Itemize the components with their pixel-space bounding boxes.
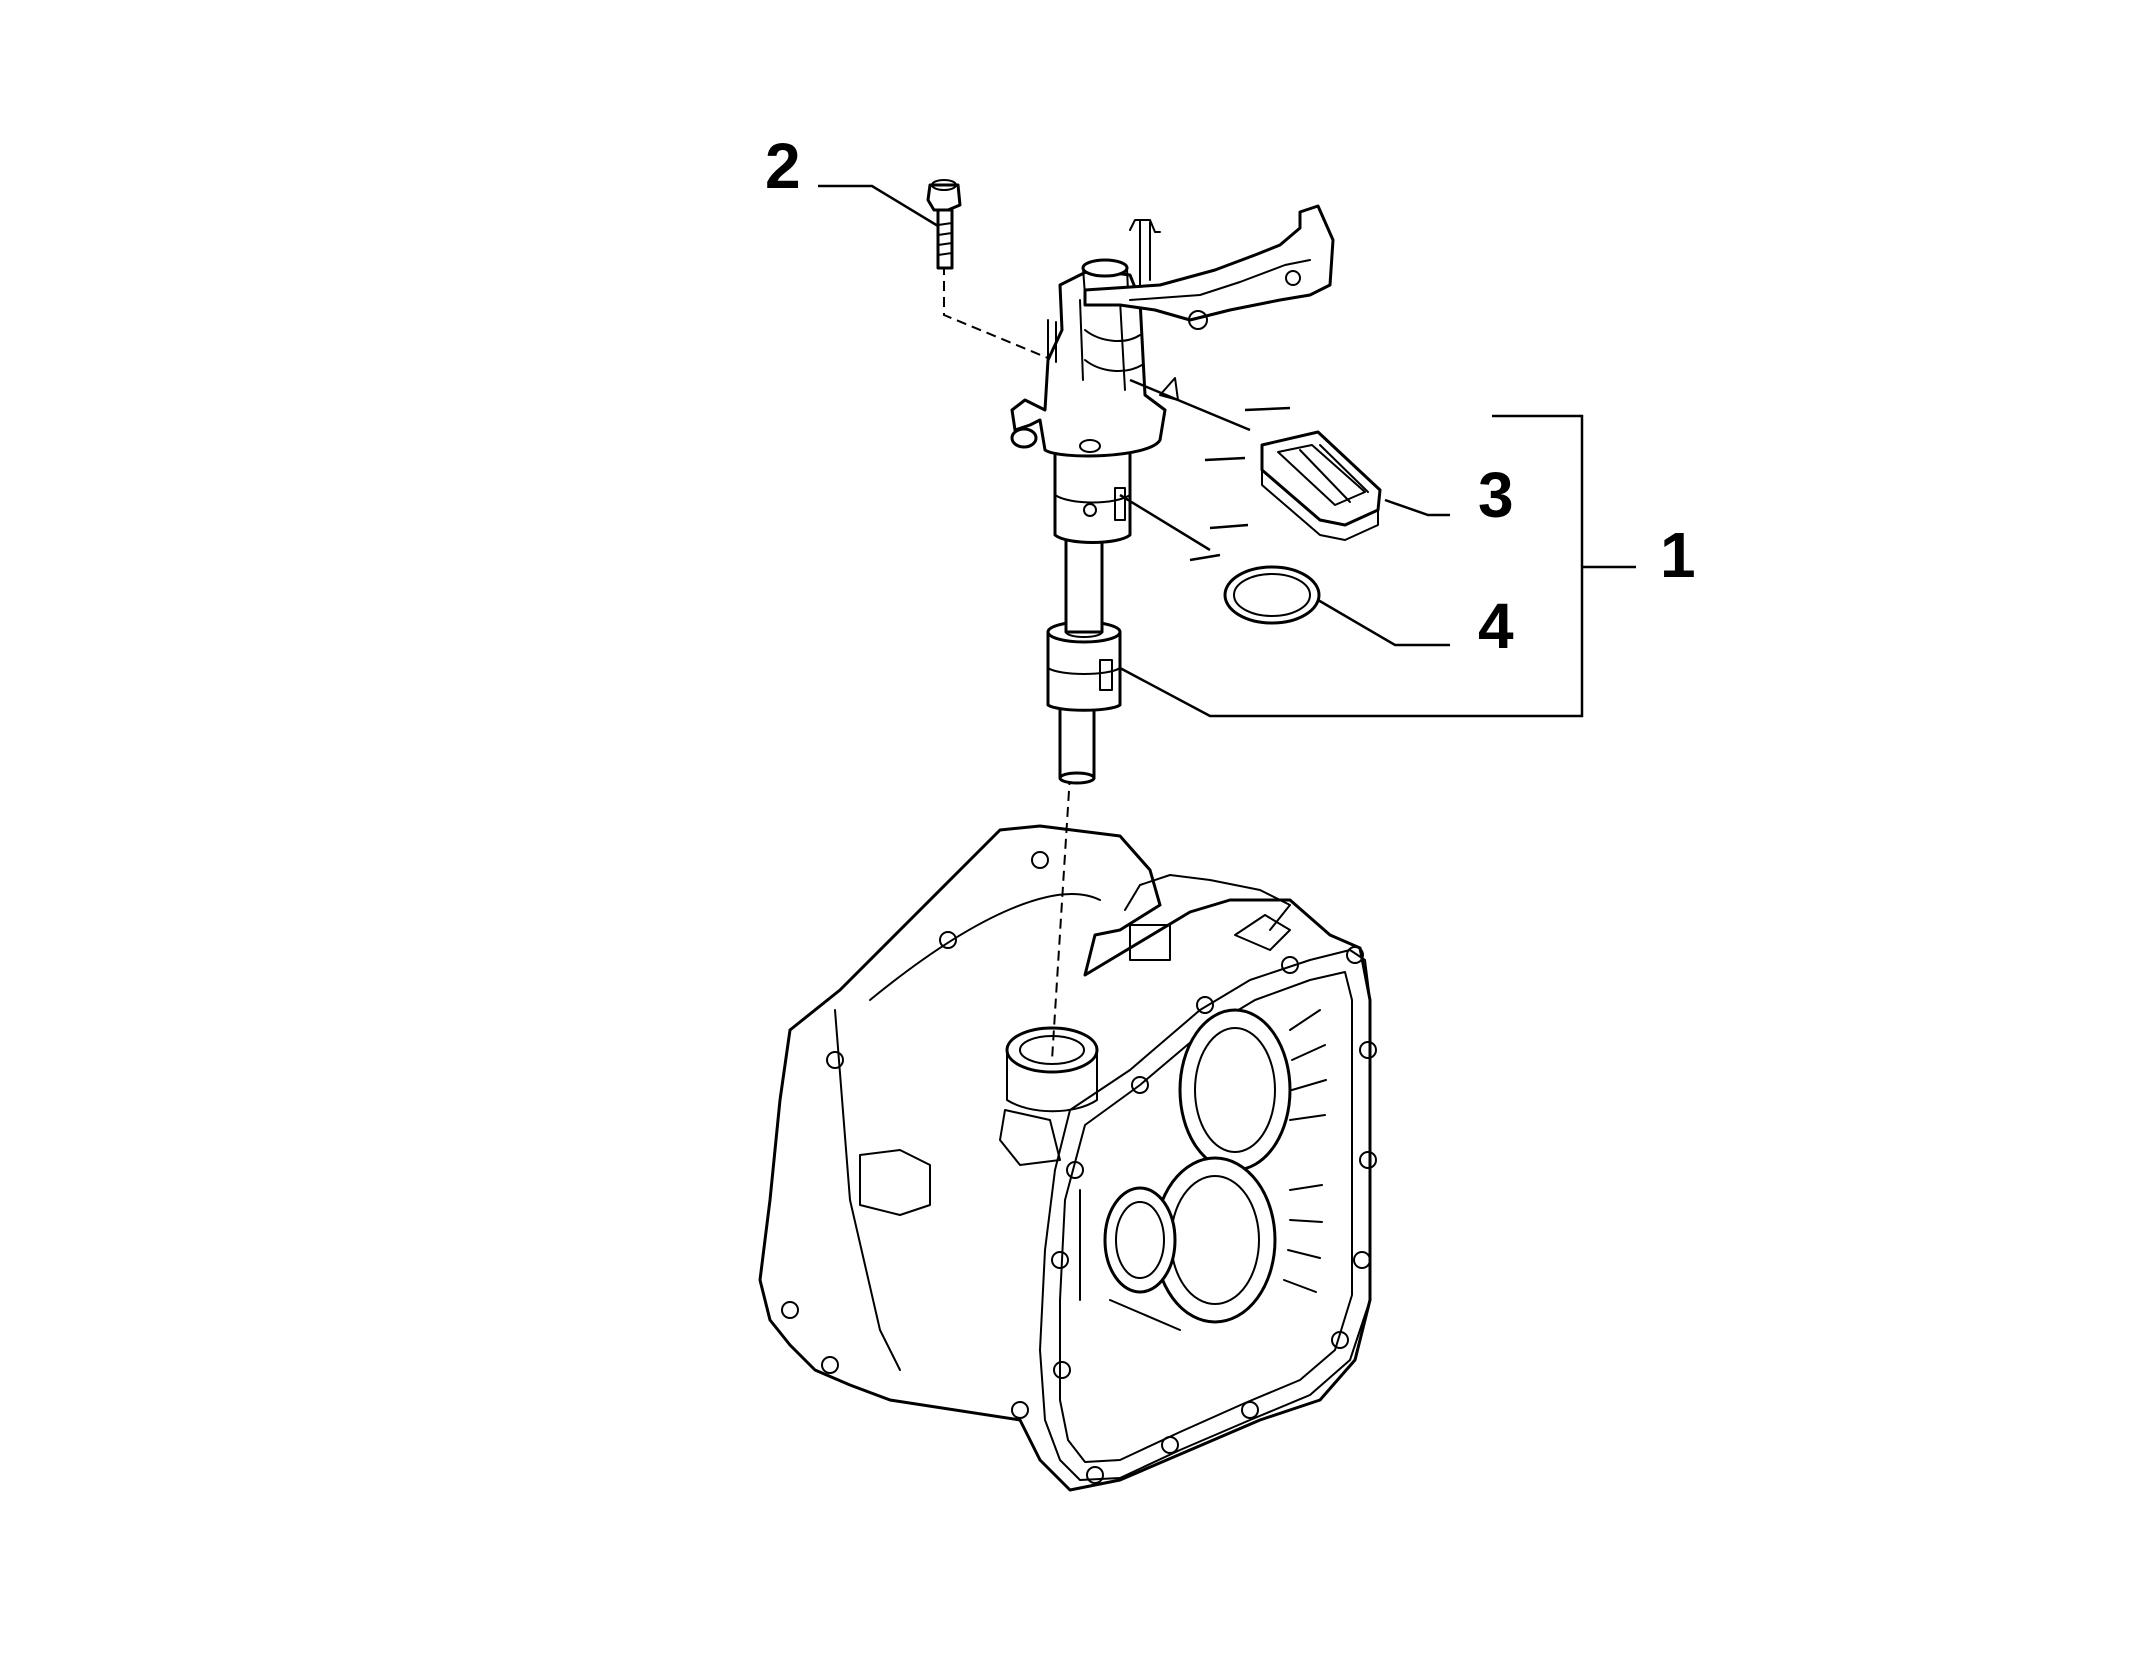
- retaining-clip: [1260, 430, 1382, 541]
- callout-2: 2: [765, 130, 801, 202]
- bolt: [926, 179, 962, 270]
- transmission-housing: [758, 824, 1377, 1492]
- leader-2: [818, 184, 939, 228]
- explode-guide-lower: [1119, 493, 1249, 562]
- callout-1: 1: [1660, 519, 1696, 591]
- callout-4: 4: [1478, 590, 1514, 662]
- o-ring: [1223, 565, 1321, 625]
- shift-shaft-assembly: [1010, 204, 1335, 785]
- callout-3: 3: [1478, 459, 1514, 531]
- leader-4: [1317, 598, 1450, 647]
- leader-3: [1384, 498, 1450, 517]
- explode-guide-upper: [1129, 378, 1291, 462]
- leader-1-bracket: [1119, 414, 1636, 718]
- flange-bolt-holes: [781, 851, 1377, 1484]
